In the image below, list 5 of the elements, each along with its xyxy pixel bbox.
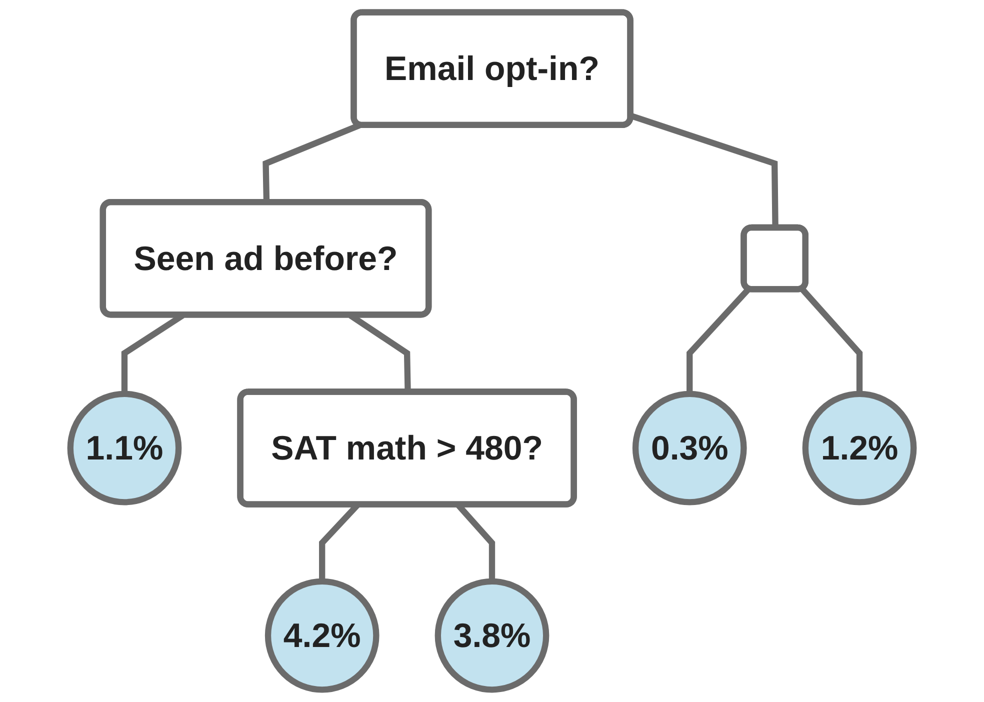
node-circle: 0.3% [632, 390, 747, 506]
node-circle: 4.2% [264, 578, 380, 693]
node-circle: 3.8% [434, 578, 550, 693]
node-circle: 1.2% [802, 390, 917, 506]
node-circle: 1.1% [67, 390, 182, 506]
